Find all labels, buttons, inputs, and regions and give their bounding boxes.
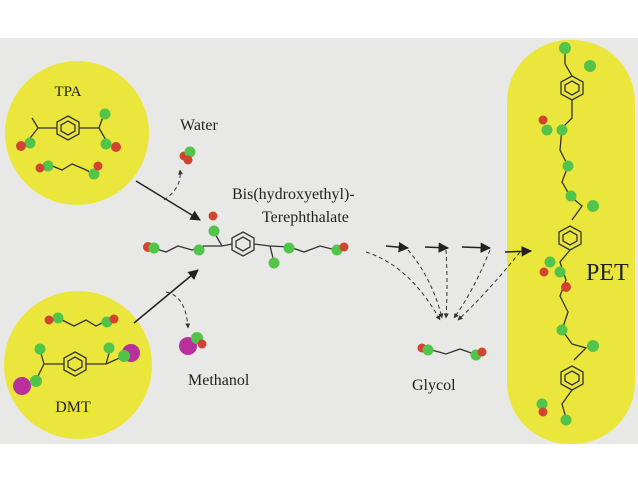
pet-polymer-chain xyxy=(536,42,599,426)
tpa-glycol-molecule xyxy=(35,160,103,180)
bhet-label-line2: Terephthalate xyxy=(262,209,349,226)
tpa-blob xyxy=(5,61,149,205)
methanol-release-arrow xyxy=(165,291,191,329)
bhet-molecule xyxy=(143,211,349,269)
dmt-to-bhet-arrow xyxy=(133,269,199,324)
water-label: Water xyxy=(180,117,218,134)
tpa-label: TPA xyxy=(55,84,82,100)
pet-blob xyxy=(507,40,635,444)
pet-label: PET xyxy=(586,260,629,286)
dmt-blob xyxy=(4,291,152,439)
glycol-label: Glycol xyxy=(412,377,456,394)
water-molecule xyxy=(179,146,196,165)
dmt-glycol-molecule xyxy=(44,312,119,328)
dmt-molecule xyxy=(13,342,140,395)
methanol-molecule xyxy=(179,332,207,355)
tpa-molecule xyxy=(16,108,121,152)
tpa-to-bhet-arrow xyxy=(135,180,201,221)
glycol-molecule xyxy=(417,343,487,361)
water-release-arrow xyxy=(163,169,183,201)
dmt-label: DMT xyxy=(55,399,91,416)
methanol-label: Methanol xyxy=(188,372,250,389)
diagram-stage: TPA DMT Water Bis(hydroxyethyl)- Terepht… xyxy=(0,38,638,444)
pet-synthesis-diagram: TPA DMT Water Bis(hydroxyethyl)- Terepht… xyxy=(4,40,635,444)
polycondensation-arrows xyxy=(365,241,533,321)
bhet-label-line1: Bis(hydroxyethyl)- xyxy=(232,186,355,203)
